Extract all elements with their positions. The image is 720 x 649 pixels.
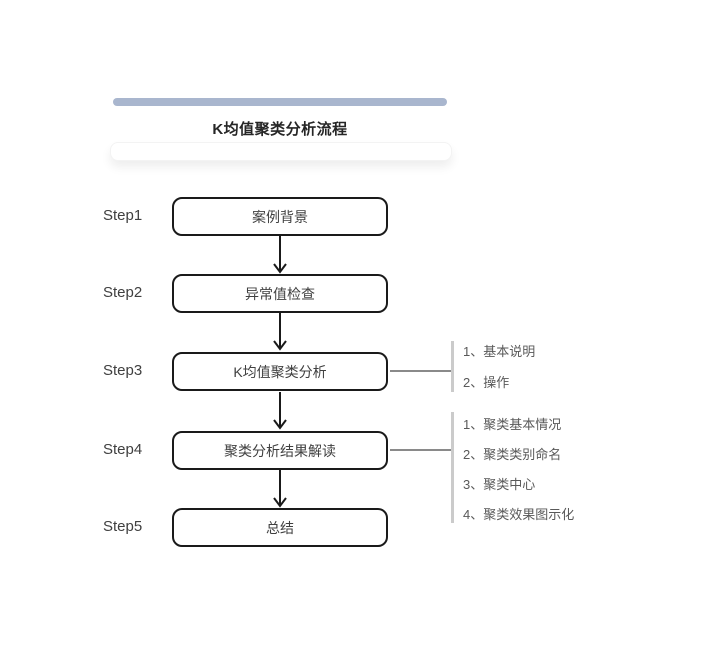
flow-node-kmeans-analysis: K均值聚类分析 bbox=[172, 352, 388, 391]
step-label-1: Step1 bbox=[103, 207, 143, 224]
flow-node-result-interpretation: 聚类分析结果解读 bbox=[172, 431, 388, 470]
step-label-5: Step5 bbox=[103, 518, 143, 535]
title-card-footer-panel bbox=[110, 142, 452, 161]
step-label-2: Step2 bbox=[103, 284, 143, 301]
down-arrow-icon bbox=[273, 236, 287, 274]
note-item: 1、聚类基本情况 bbox=[463, 417, 562, 432]
note-item: 4、聚类效果图示化 bbox=[463, 507, 575, 522]
note-bar-step3 bbox=[451, 341, 454, 392]
note-item: 3、聚类中心 bbox=[463, 477, 536, 492]
down-arrow-icon bbox=[273, 392, 287, 430]
note-item: 2、聚类类别命名 bbox=[463, 447, 562, 462]
page-title: K均值聚类分析流程 bbox=[212, 121, 348, 138]
title-card: K均值聚类分析流程 bbox=[110, 96, 450, 142]
down-arrow-icon bbox=[273, 470, 287, 508]
note-connector-step4 bbox=[390, 449, 452, 451]
note-bar-step4 bbox=[451, 412, 454, 523]
note-connector-step3 bbox=[390, 370, 452, 372]
title-accent-bar bbox=[113, 98, 447, 106]
note-list-step4: 1、聚类基本情况 2、聚类类别命名 3、聚类中心 4、聚类效果图示化 bbox=[463, 410, 574, 530]
note-item: 2、操作 bbox=[463, 375, 510, 390]
step-label-4: Step4 bbox=[103, 441, 143, 458]
step-label-3: Step3 bbox=[103, 362, 143, 379]
note-list-step3: 1、基本说明 2、操作 bbox=[463, 336, 535, 398]
down-arrow-icon bbox=[273, 313, 287, 351]
flow-node-summary: 总结 bbox=[172, 508, 388, 547]
note-item: 1、基本说明 bbox=[463, 344, 536, 359]
flow-node-outlier-check: 异常值检查 bbox=[172, 274, 388, 313]
flow-node-case-background: 案例背景 bbox=[172, 197, 388, 236]
